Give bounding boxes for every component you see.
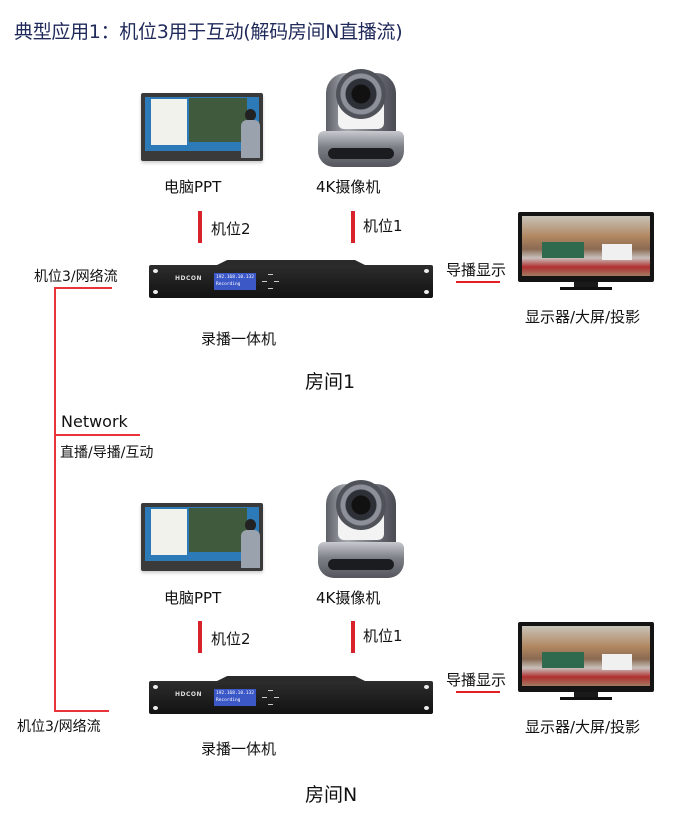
network-vertical-line	[54, 287, 56, 711]
roomN-cam3-connector	[54, 710, 109, 712]
recorder-label: 录播一体机	[201, 740, 277, 758]
network-label: Network	[61, 412, 128, 431]
lcd-status: Recording	[216, 282, 241, 287]
display-label: 显示器/大屏/投影	[525, 718, 641, 736]
recorder-brand: HDCON	[175, 275, 203, 282]
room1-cam3-connector	[54, 287, 112, 289]
room-title: 房间N	[305, 784, 358, 806]
pc-smartboard-image	[141, 503, 263, 571]
director-display-connector	[456, 691, 500, 693]
recorder-keypad	[262, 688, 280, 708]
room-title: 房间1	[305, 371, 356, 393]
director-display-label: 导播显示	[446, 671, 507, 689]
lcd-ip: 192.168.10.132	[216, 691, 254, 696]
lcd-ip: 192.168.10.132	[216, 275, 254, 280]
pc-smartboard-image	[141, 93, 263, 161]
display-monitor-image	[518, 212, 654, 290]
recorder-keypad	[262, 272, 280, 292]
cam2-connector	[198, 621, 202, 653]
pc-label: 电脑PPT	[164, 178, 222, 196]
network-sublabel: 直播/导播/互动	[60, 445, 154, 461]
ptz-camera-image	[318, 69, 404, 167]
display-monitor-image	[518, 622, 654, 700]
cam3-label: 机位3/网络流	[34, 269, 118, 285]
display-label: 显示器/大屏/投影	[525, 308, 641, 326]
lcd-status: Recording	[216, 698, 241, 703]
recorder-device-image: HDCON 192.168.10.132 Recording	[149, 676, 433, 714]
director-display-label: 导播显示	[446, 261, 507, 279]
recorder-brand: HDCON	[175, 691, 203, 698]
recorder-lcd: 192.168.10.132 Recording	[214, 273, 256, 290]
cam3-label: 机位3/网络流	[17, 719, 101, 735]
recorder-device-image: HDCON 192.168.10.132 Recording	[149, 260, 433, 298]
director-display-connector	[456, 281, 500, 283]
pc-label: 电脑PPT	[164, 589, 222, 607]
network-underline	[54, 434, 140, 436]
camera-label: 4K摄像机	[316, 589, 381, 607]
recorder-lcd: 192.168.10.132 Recording	[214, 689, 256, 706]
cam1-connector	[351, 211, 355, 243]
recorder-label: 录播一体机	[201, 330, 277, 348]
page-title: 典型应用1：机位3用于互动(解码房间N直播流)	[14, 21, 403, 43]
camera-label: 4K摄像机	[316, 178, 381, 196]
cam2-label: 机位2	[211, 220, 251, 238]
ptz-camera-image	[318, 480, 404, 578]
cam2-label: 机位2	[211, 630, 251, 648]
cam1-label: 机位1	[363, 627, 403, 645]
cam1-connector	[351, 621, 355, 653]
cam2-connector	[198, 211, 202, 243]
cam1-label: 机位1	[363, 217, 403, 235]
